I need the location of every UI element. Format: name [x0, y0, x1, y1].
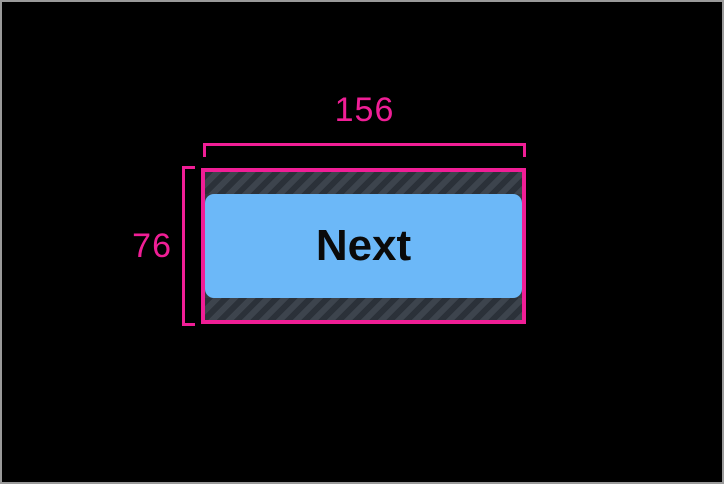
width-measurement-bracket — [203, 143, 526, 157]
selection-highlight-rect — [201, 168, 526, 324]
height-measurement-label: 76 — [132, 227, 172, 265]
inspected-widget[interactable]: Next — [205, 172, 522, 320]
next-button[interactable]: Next — [205, 194, 522, 298]
width-measurement-label: 156 — [334, 91, 395, 129]
height-measurement-bracket — [182, 166, 195, 326]
bottom-padding-band-icon — [205, 298, 522, 320]
top-padding-band-icon — [205, 172, 522, 194]
